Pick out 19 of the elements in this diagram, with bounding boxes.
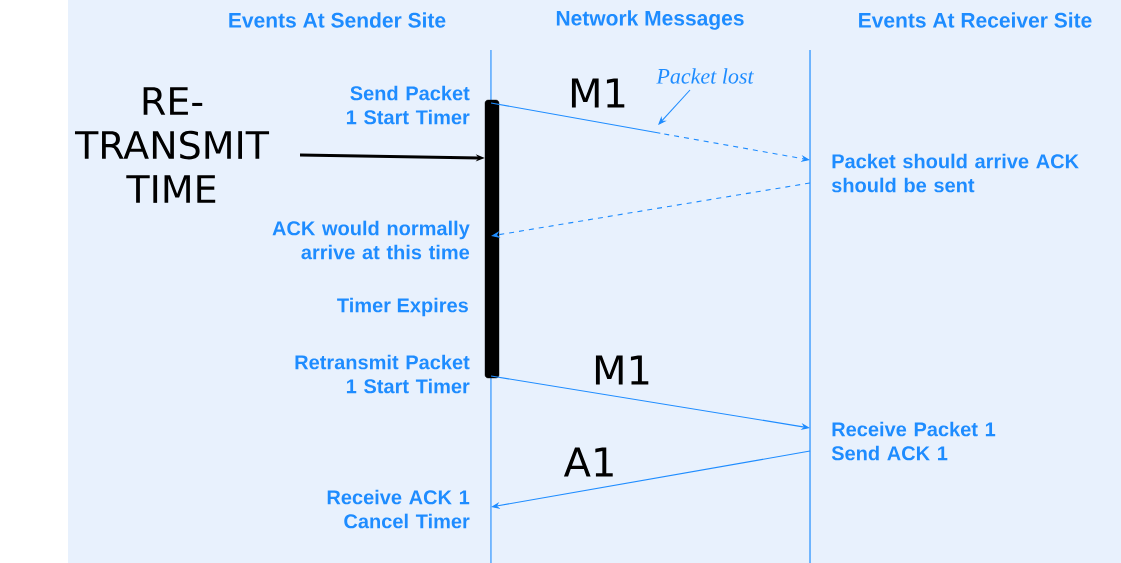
arrow (490, 102, 810, 162)
column-header: Events At Receiver Site (859, 12, 1092, 28)
arrow (491, 182, 811, 239)
event-text: Packet should arrive ACK should be sent (831, 153, 1079, 193)
leader-line (658, 89, 691, 125)
edge-label: A1 (563, 447, 613, 477)
bar (484, 99, 500, 379)
event-text: Receive Packet 1 Send ACK 1 (831, 421, 996, 461)
callout-text: Packet lost (656, 68, 755, 84)
edge-label: M1 (571, 78, 625, 108)
handwritten-note: RE-TRANSMIT TIME (75, 87, 270, 203)
edge-label: M1 (595, 355, 649, 385)
column-header: Events At Sender Site (229, 12, 446, 28)
event-text: Receive ACK 1 Cancel Timer (327, 489, 470, 529)
event-text: ACK would normally arrive at this time (272, 220, 470, 260)
column-header: Network Messages (556, 10, 744, 30)
event-text: Send Packet 1 Start Timer (346, 85, 470, 125)
arrow (491, 450, 811, 509)
event-text: Retransmit Packet 1 Start Timer (295, 354, 470, 394)
